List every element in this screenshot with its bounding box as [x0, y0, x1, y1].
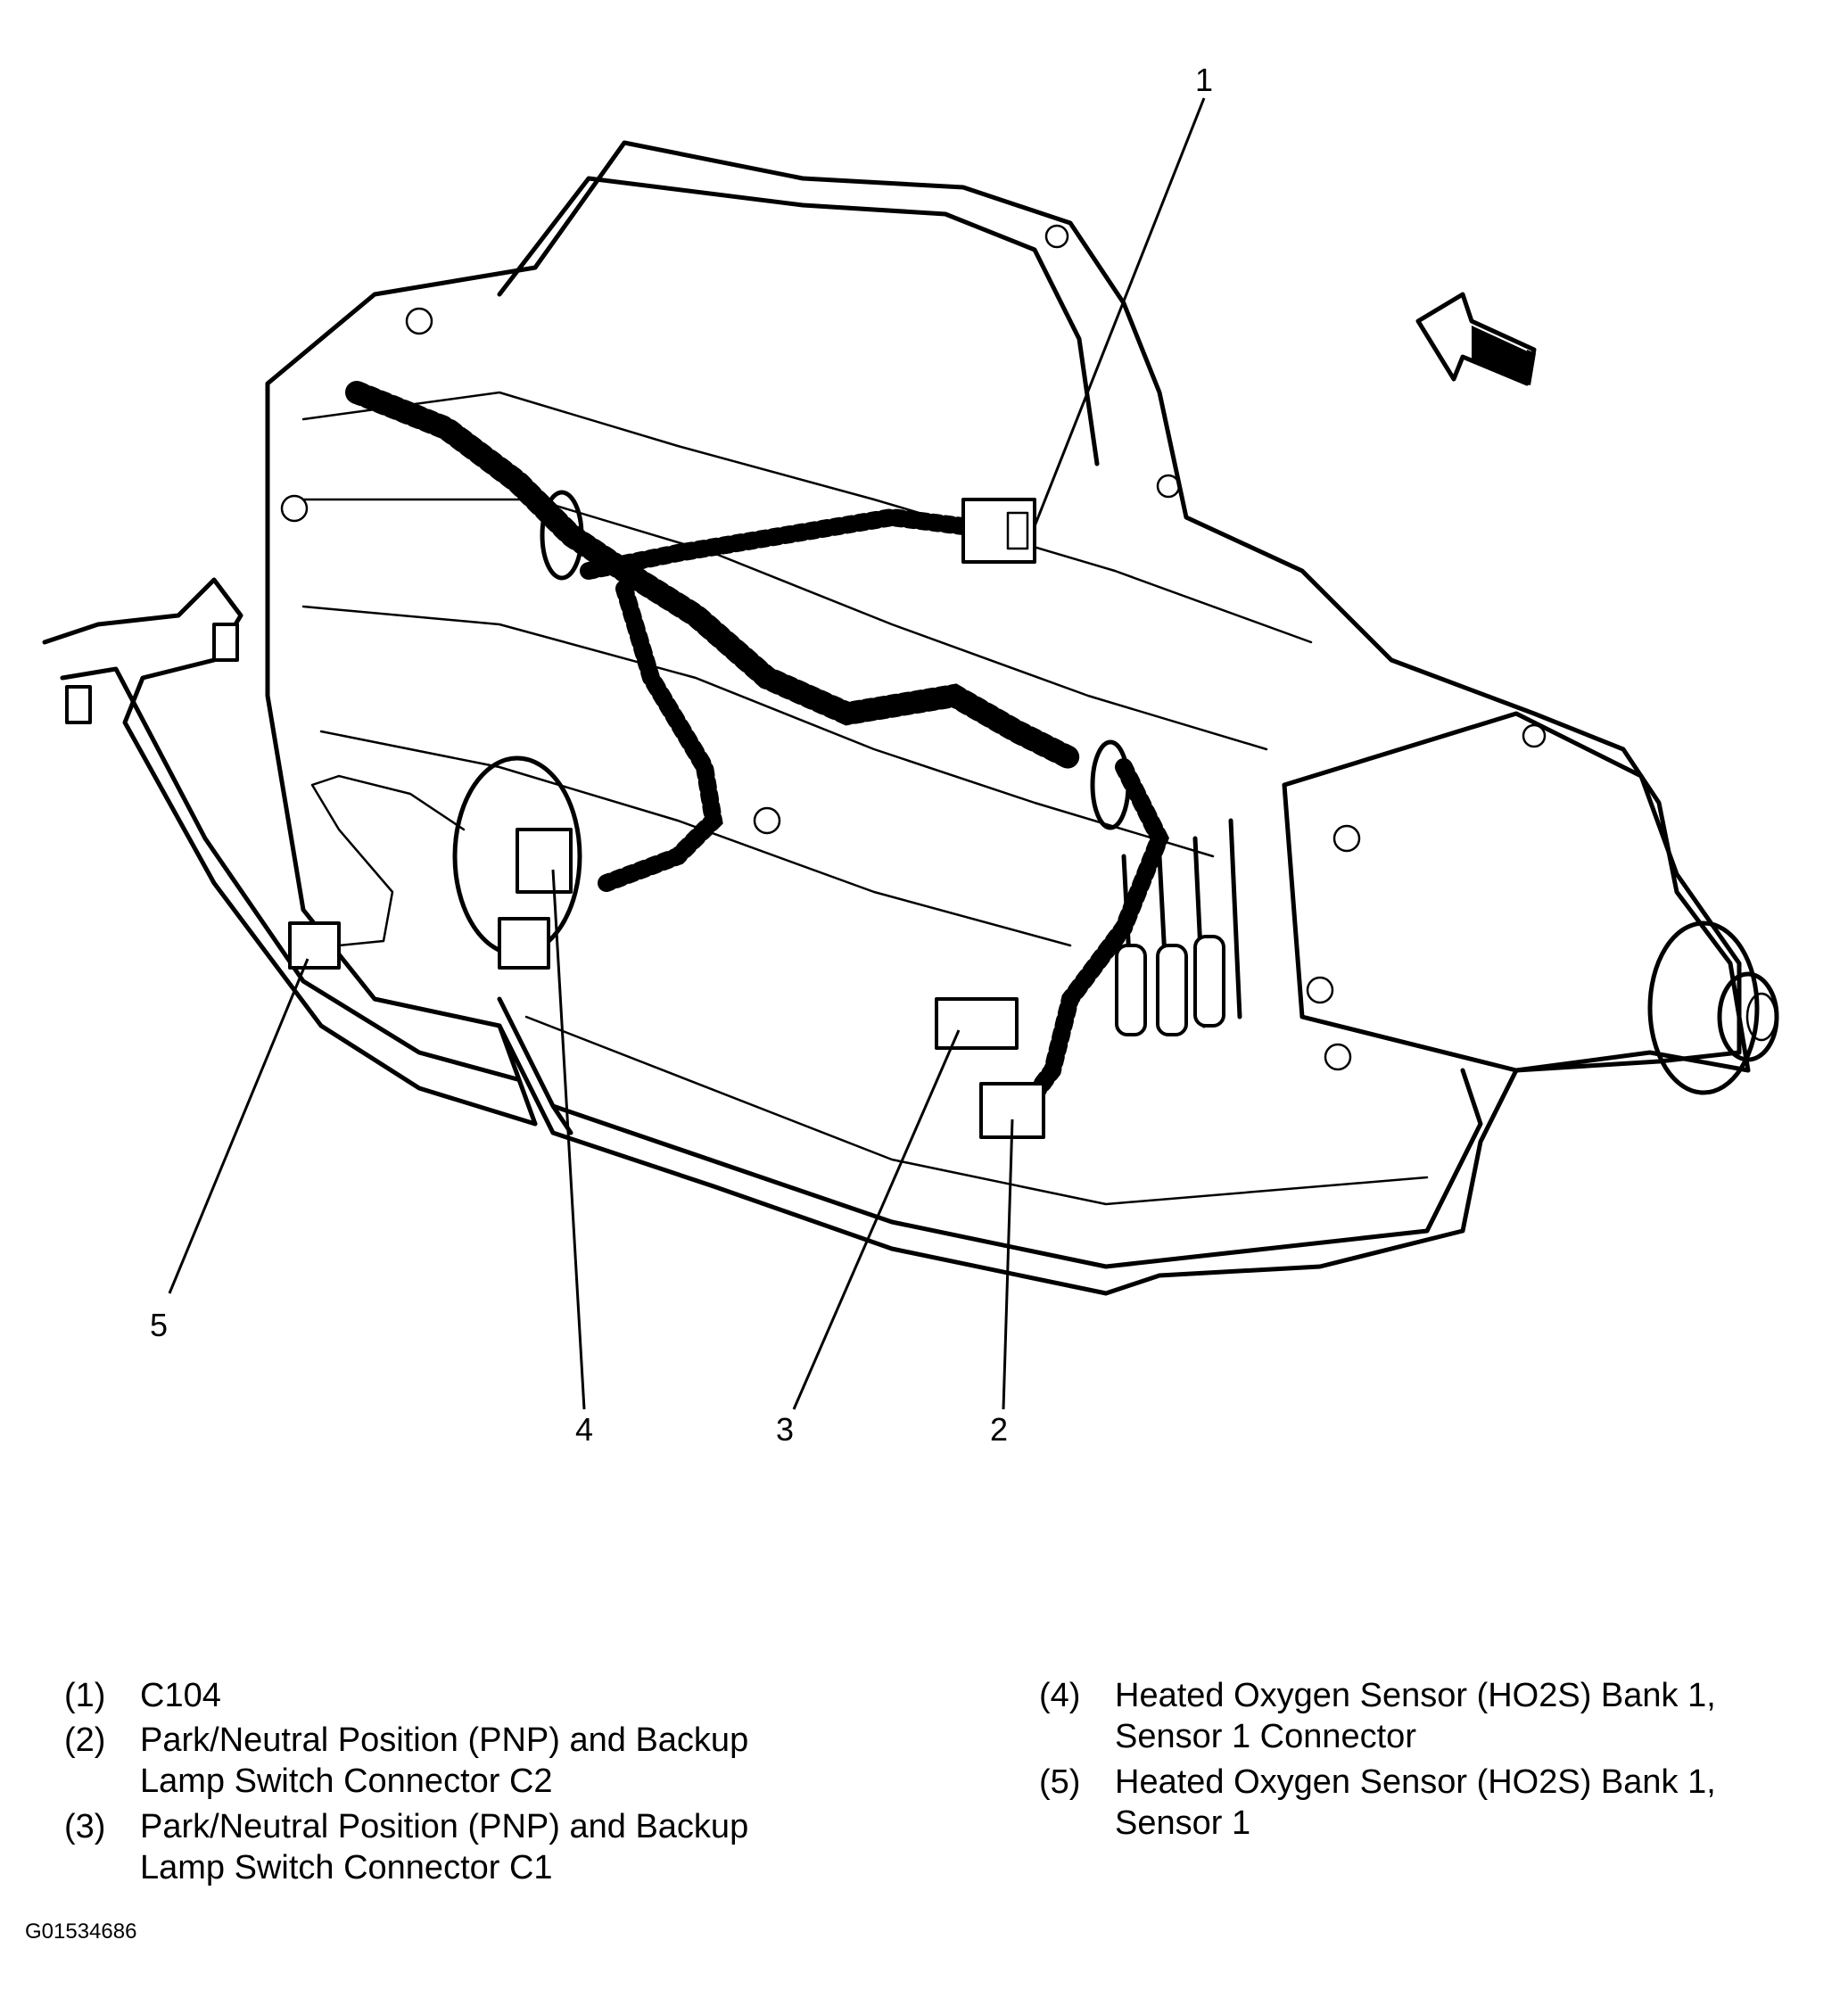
- case-rib-upper: [301, 391, 1313, 644]
- exhaust-pipe: [42, 577, 538, 1127]
- legend-number: (1): [64, 1677, 106, 1714]
- legend-text: Park/Neutral Position (PNP) and Backup L…: [140, 1808, 749, 1886]
- harness-clamp-right: [1090, 739, 1131, 830]
- cooler-lines: [1121, 818, 1242, 1028]
- line-fitting-2: [1156, 944, 1188, 1036]
- legend-text: C104: [140, 1677, 221, 1714]
- legend-text: Heated Oxygen Sensor (HO2S) Bank 1, Sens…: [1115, 1763, 1716, 1842]
- bolt-4: [1156, 474, 1181, 499]
- legend-number: (2): [64, 1721, 106, 1759]
- line-fitting-3: [1193, 935, 1225, 1028]
- bolt-3: [1044, 224, 1069, 249]
- callout-5: 5: [150, 1307, 169, 1343]
- leader-line-1: [1033, 97, 1206, 527]
- bolt-9: [1522, 723, 1547, 748]
- harness-clamp-upper: [540, 490, 584, 581]
- c104-connector-shape: [961, 498, 1036, 564]
- bolt-8: [1324, 1043, 1352, 1071]
- bolt-1: [405, 307, 433, 335]
- ho2s-sensor-shape: [288, 921, 341, 970]
- transmission-diagram: [42, 97, 1779, 1410]
- case-rib-lower: [301, 605, 1215, 858]
- c104-connector-face: [1006, 511, 1029, 550]
- legend-text: Heated Oxygen Sensor (HO2S) Bank 1, Sens…: [1115, 1677, 1716, 1755]
- wiring-harness-branch-pnp: [1017, 758, 1169, 1115]
- leader-line-2: [1002, 1119, 1014, 1410]
- ho2s-connector-mate: [498, 917, 550, 970]
- line-fitting-1: [1115, 944, 1147, 1036]
- legend-text: Park/Neutral Position (PNP) and Backup L…: [140, 1721, 749, 1800]
- case-rib-middle: [301, 498, 1268, 751]
- wiring-harness-branch-c104: [580, 508, 972, 580]
- leader-line-4: [551, 869, 586, 1410]
- bolt-2: [280, 494, 309, 523]
- wiring-harness-branch-down: [598, 580, 723, 892]
- legend-number: (5): [1039, 1763, 1081, 1801]
- figure-id: G01534686: [25, 1919, 137, 1944]
- bolt-7: [1306, 976, 1334, 1004]
- leader-line-5: [168, 958, 309, 1294]
- output-shaft-outer: [1647, 920, 1760, 1095]
- callout-2: 2: [990, 1411, 1009, 1448]
- pnp-c1-connector-shape: [935, 997, 1019, 1050]
- output-shaft-bore: [1745, 992, 1778, 1042]
- tail-housing: [1282, 711, 1742, 1073]
- legend-number: (3): [64, 1808, 106, 1845]
- callout-3: 3: [776, 1411, 795, 1448]
- bolt-6: [1332, 824, 1361, 853]
- oil-pan-lip: [524, 1015, 1429, 1206]
- leader-line-3: [792, 1029, 961, 1410]
- exhaust-stud-right: [212, 623, 239, 662]
- bell-housing-rim: [497, 176, 1100, 466]
- case-rib-bottom: [319, 730, 1072, 947]
- exhaust-stud-left: [65, 685, 92, 724]
- transmission-case-outline: [265, 140, 1751, 1296]
- wiring-harness-main: [345, 381, 1082, 770]
- forward-arrow-icon: [1415, 292, 1537, 386]
- legend-number: (4): [1039, 1677, 1081, 1714]
- ho2s-connector-shape: [516, 828, 573, 894]
- bolt-5: [753, 806, 781, 835]
- callout-4: 4: [575, 1411, 594, 1448]
- ho2s-sensor-wire: [310, 774, 466, 947]
- callout-1: 1: [1195, 62, 1214, 98]
